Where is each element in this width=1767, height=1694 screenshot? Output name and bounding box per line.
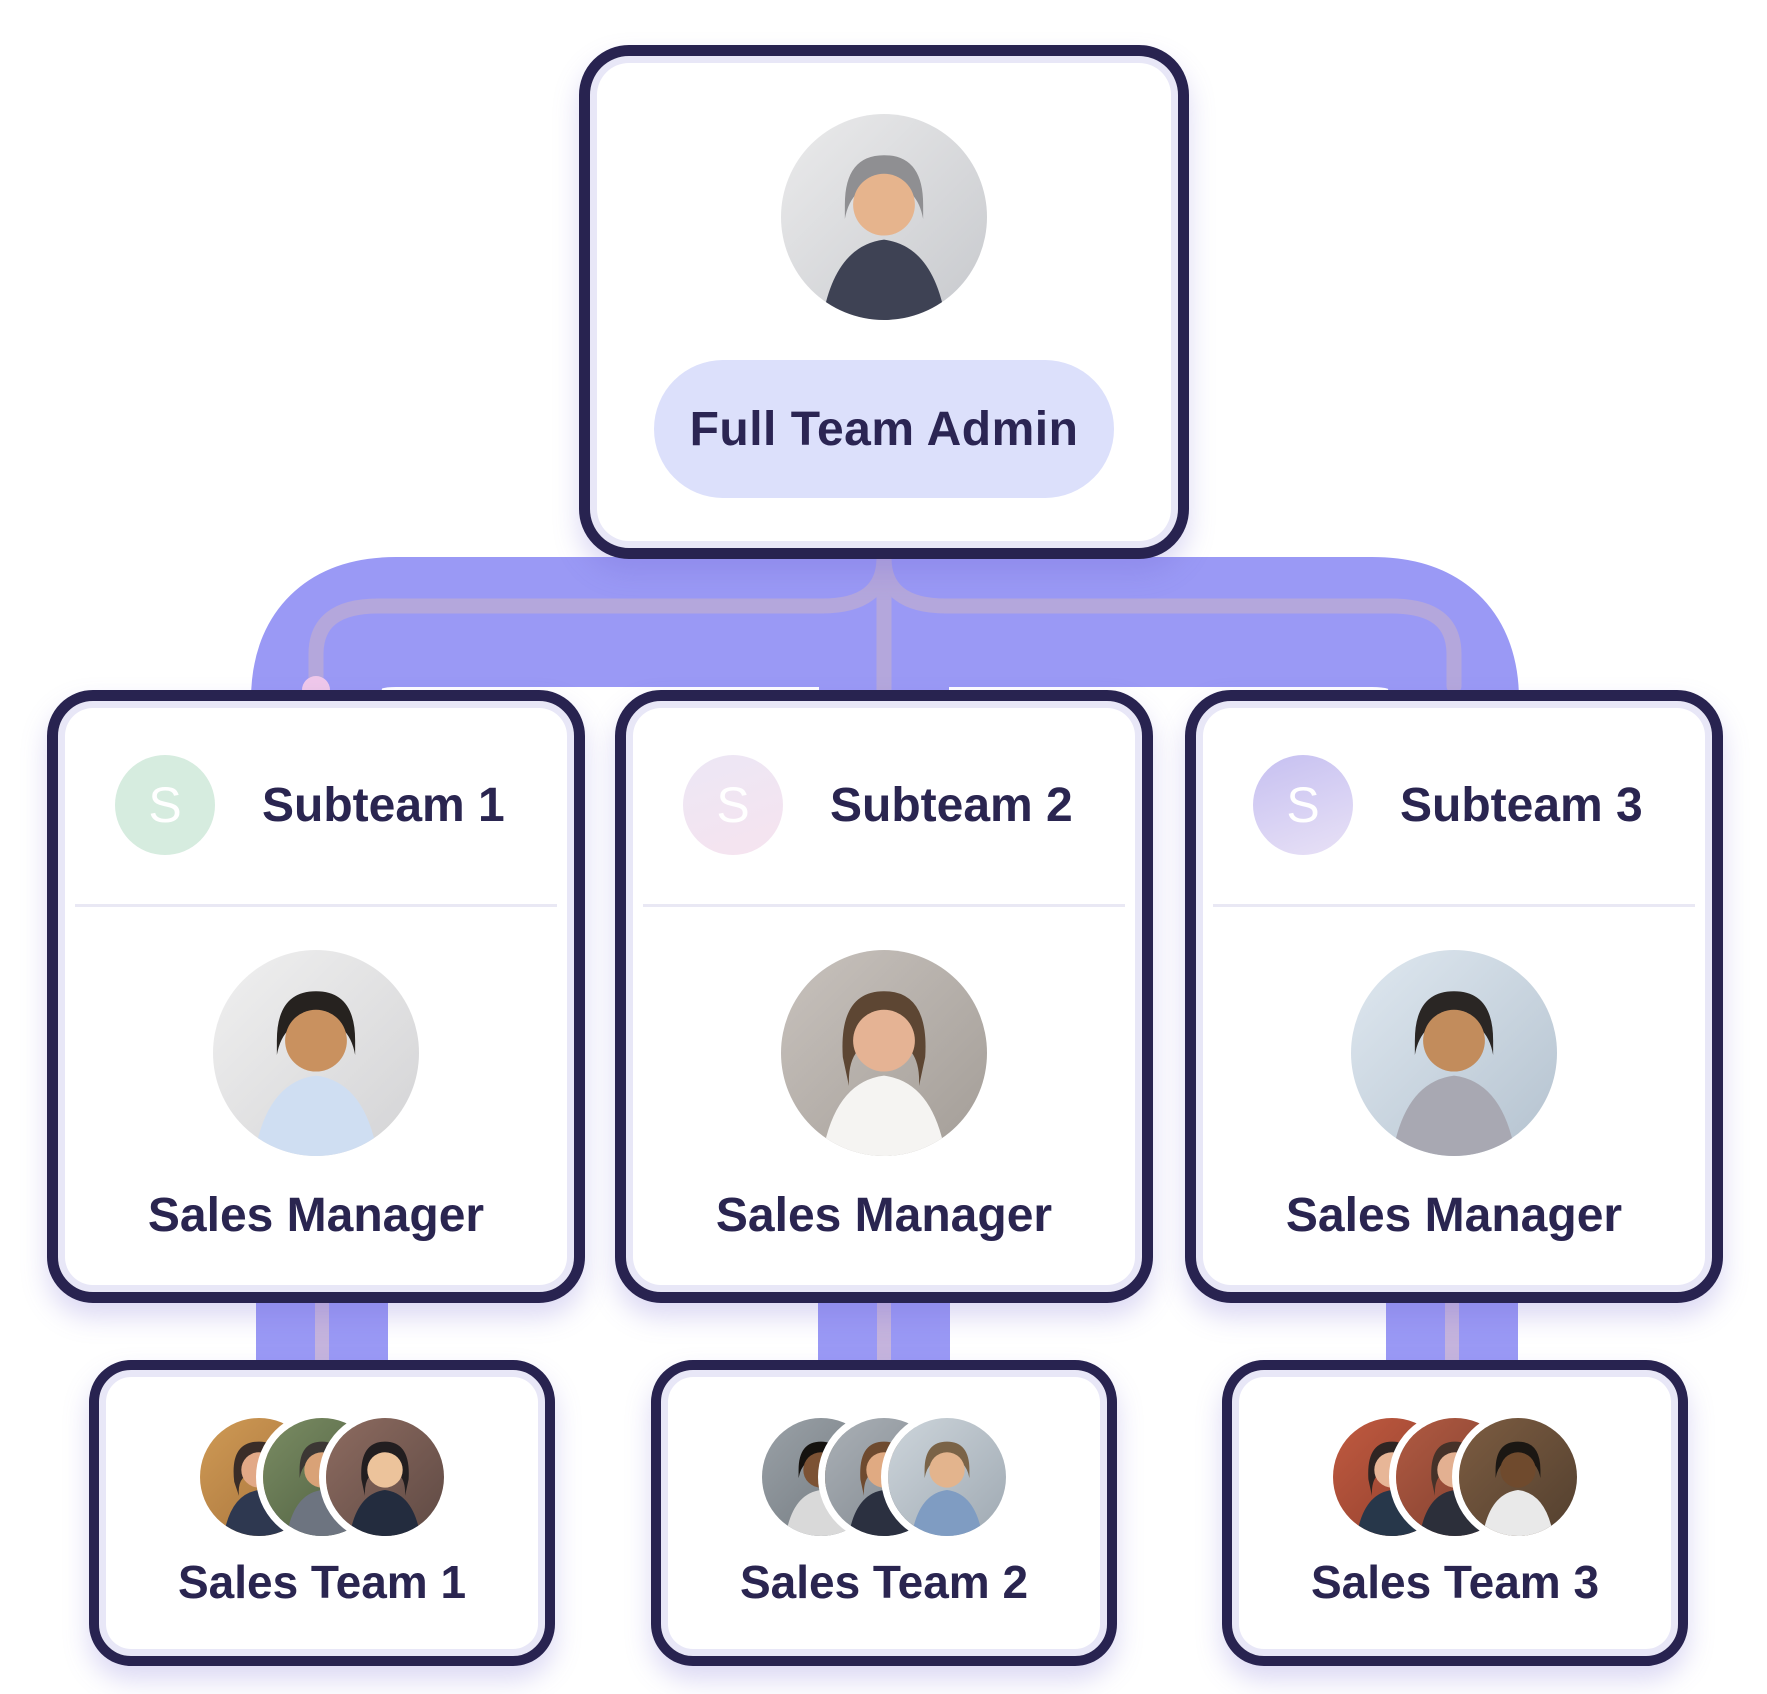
sales-team-1-label: Sales Team 1 bbox=[177, 1556, 467, 1608]
sales-team-3-label: Sales Team 3 bbox=[1310, 1556, 1600, 1608]
manager-1-avatar bbox=[213, 950, 419, 1156]
divider bbox=[1213, 904, 1695, 907]
sales-team-card-2[interactable]: Sales Team 2 bbox=[651, 1360, 1117, 1666]
subteam-3-header: S Subteam 3 bbox=[1253, 755, 1643, 855]
manager-3-avatar bbox=[1351, 950, 1557, 1156]
subteam-2-header: S Subteam 2 bbox=[683, 755, 1073, 855]
connector-thin-left bbox=[308, 550, 892, 694]
sales-team-2-label: Sales Team 2 bbox=[739, 1556, 1029, 1608]
sales-team-1-avatars bbox=[99, 1418, 545, 1536]
sub-connector-1-stripe bbox=[315, 1292, 329, 1372]
subteam-card-1[interactable]: S Subteam 1 Sales Manager bbox=[47, 690, 585, 1303]
root-card[interactable]: Full Team Admin bbox=[579, 45, 1189, 559]
subteam-1-title: Subteam 1 bbox=[262, 778, 505, 832]
sales-team-card-3[interactable]: Sales Team 3 bbox=[1222, 1360, 1688, 1666]
sales-team-2-avatars bbox=[661, 1418, 1107, 1536]
manager-2-role-label: Sales Manager bbox=[715, 1189, 1053, 1242]
team-member-avatar bbox=[1459, 1418, 1577, 1536]
divider bbox=[643, 904, 1125, 907]
subteam-1-badge-icon: S bbox=[115, 755, 215, 855]
team-member-avatar bbox=[326, 1418, 444, 1536]
team-member-avatar bbox=[888, 1418, 1006, 1536]
manager-2-avatar bbox=[781, 950, 987, 1156]
sub-connector-3-stripe bbox=[1445, 1292, 1459, 1372]
subteam-3-title: Subteam 3 bbox=[1400, 778, 1643, 832]
sub-connector-2-stripe bbox=[877, 1292, 891, 1372]
root-label: Full Team Admin bbox=[689, 402, 1079, 456]
divider bbox=[75, 904, 557, 907]
subteam-1-header: S Subteam 1 bbox=[115, 755, 505, 855]
subteam-2-title: Subteam 2 bbox=[830, 778, 1073, 832]
sales-team-card-1[interactable]: Sales Team 1 bbox=[89, 1360, 555, 1666]
root-label-pill: Full Team Admin bbox=[654, 360, 1114, 498]
subteam-card-3[interactable]: S Subteam 3 Sales Manager bbox=[1185, 690, 1723, 1303]
manager-3-role-label: Sales Manager bbox=[1285, 1189, 1623, 1242]
connector-thin-right bbox=[876, 550, 1462, 694]
admin-avatar bbox=[781, 114, 987, 320]
manager-1-role-label: Sales Manager bbox=[147, 1189, 485, 1242]
subteam-2-badge-icon: S bbox=[683, 755, 783, 855]
subteam-card-2[interactable]: S Subteam 2 Sales Manager bbox=[615, 690, 1153, 1303]
sales-team-3-avatars bbox=[1232, 1418, 1678, 1536]
subteam-3-badge-icon: S bbox=[1253, 755, 1353, 855]
